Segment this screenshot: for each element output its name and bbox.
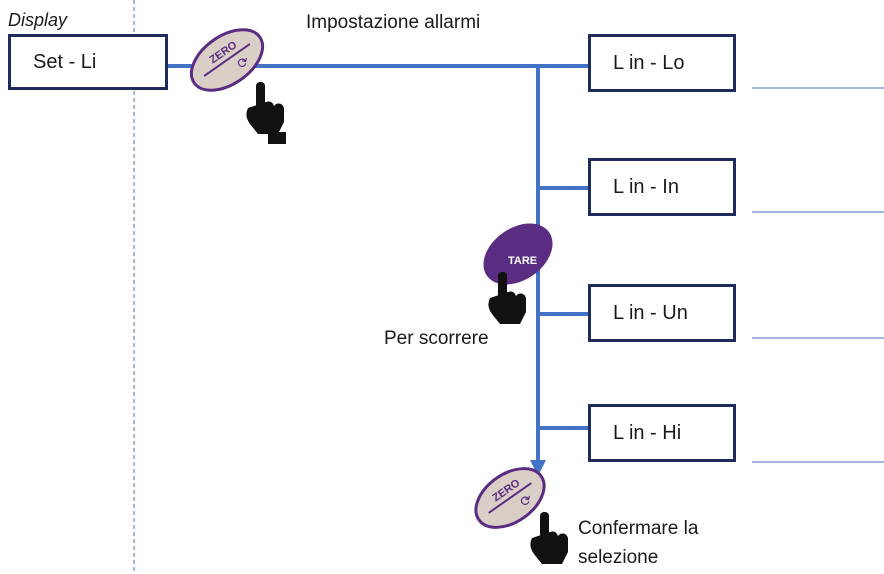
zero-button-bottom[interactable]: ZERO ⟳ xyxy=(465,457,555,540)
option-label-in: L in - In xyxy=(613,175,679,198)
start-box-label: Set - Li xyxy=(33,50,97,73)
tare-button[interactable]: TARE xyxy=(472,211,564,297)
display-label: Display xyxy=(8,10,68,30)
hand-pointer-icon xyxy=(246,82,286,144)
confirm-note-line-2: selezione xyxy=(578,547,659,568)
diagram-title: Impostazione allarmi xyxy=(306,12,481,33)
option-box-lo: L in - Lo xyxy=(588,34,736,92)
confirm-note-line-1: Confermare la xyxy=(578,518,699,539)
scroll-note: Per scorrere xyxy=(384,328,489,349)
option-label-hi: L in - Hi xyxy=(613,421,682,444)
option-box-hi: L in - Hi xyxy=(588,404,736,462)
option-box-un: L in - Un xyxy=(588,284,736,342)
hand-pointer-icon xyxy=(488,272,526,324)
hand-pointer-icon xyxy=(530,512,568,564)
confirm-note: Confermare la selezione xyxy=(578,514,698,572)
tare-label: TARE xyxy=(508,255,537,267)
option-label-lo: L in - Lo xyxy=(613,51,685,74)
start-box: Set - Li xyxy=(8,34,168,90)
option-box-in: L in - In xyxy=(588,158,736,216)
trunk-arrowhead xyxy=(530,460,546,476)
option-label-un: L in - Un xyxy=(613,301,688,324)
zero-button-top[interactable]: ZERO ⟳ xyxy=(180,17,273,102)
